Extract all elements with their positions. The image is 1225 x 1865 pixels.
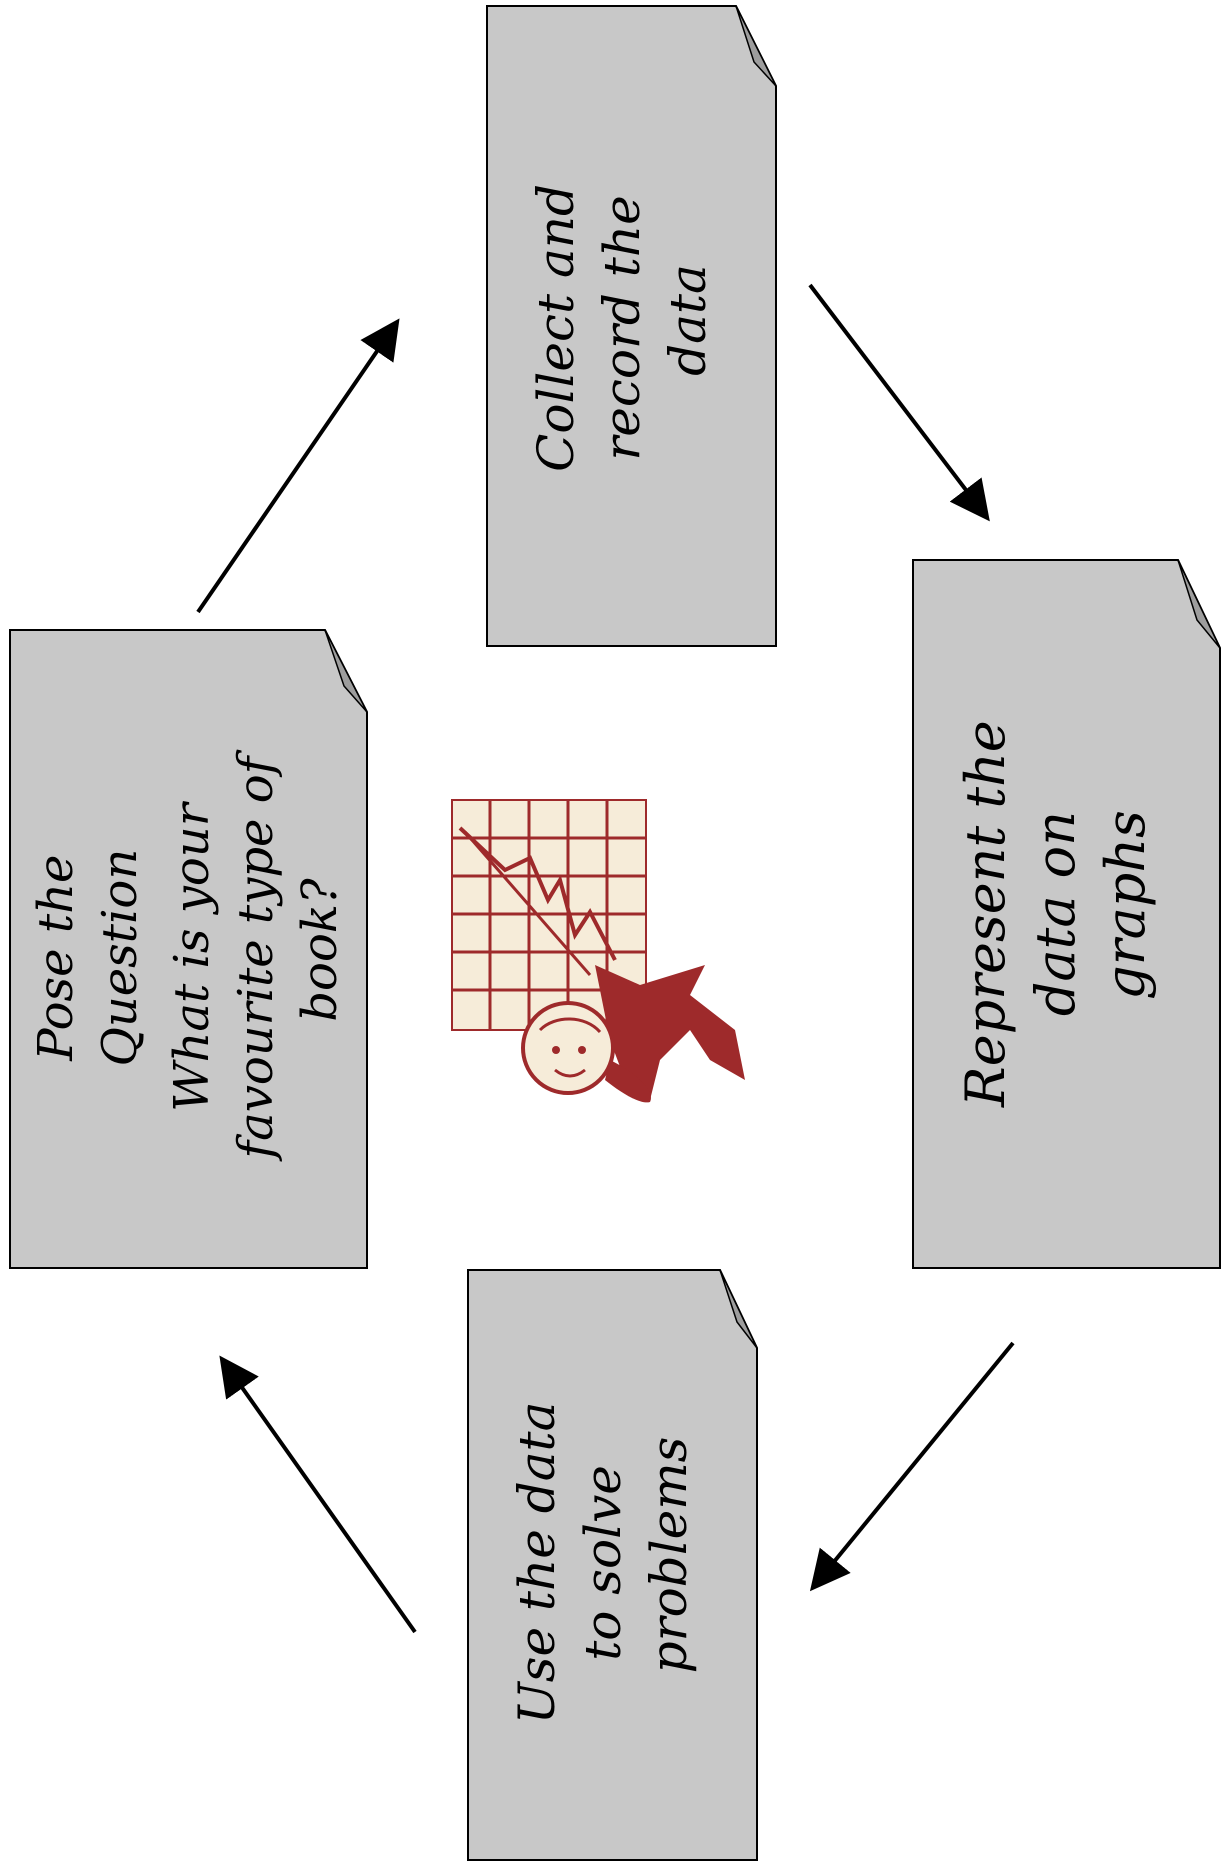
arrow-collect-to-represent bbox=[808, 283, 990, 522]
card-pose-line-1: Pose the bbox=[28, 855, 84, 1062]
card-use-data-fold bbox=[719, 1269, 758, 1349]
card-use-line-2: to solve bbox=[574, 1465, 632, 1661]
card-represent-graphs: Represent the data on graphs bbox=[912, 559, 1221, 1269]
svg-text:Collect and record the: Collect and record the data bbox=[527, 168, 717, 472]
card-collect-line-1: Collect and bbox=[527, 184, 585, 472]
card-pose-line-4: favourite type of bbox=[228, 749, 284, 1161]
card-pose-line-3: What is your bbox=[164, 800, 220, 1112]
chart-presenter-icon bbox=[451, 799, 745, 1103]
card-represent-graphs-body bbox=[912, 559, 1221, 1269]
card-represent-line-1: Represent the bbox=[954, 720, 1017, 1108]
card-collect-line-2: record the bbox=[593, 195, 651, 460]
card-collect-data-body bbox=[486, 5, 777, 647]
card-collect-line-3: data bbox=[659, 264, 717, 376]
arrow-pose-to-collect bbox=[196, 318, 400, 614]
card-pose-question-fold bbox=[324, 629, 368, 713]
card-represent-line-3: graphs bbox=[1094, 810, 1157, 1000]
card-represent-graphs-fold bbox=[1177, 559, 1221, 649]
card-use-data: Use the data to solve problems bbox=[467, 1269, 758, 1861]
arrow-represent-to-use bbox=[809, 1341, 1015, 1592]
card-represent-line-2: data on bbox=[1024, 811, 1087, 1016]
svg-text:Represent the data on: Represent the data on graphs bbox=[954, 703, 1157, 1108]
card-use-data-body bbox=[467, 1269, 758, 1861]
card-pose-line-5: book? bbox=[292, 878, 348, 1022]
card-pose-question-body bbox=[9, 629, 368, 1269]
svg-text:Pose the Question: Pose the Question What is your favourite… bbox=[28, 741, 348, 1161]
svg-text:Use the data to solve: Use the data to solve problems bbox=[508, 1386, 698, 1725]
card-pose-line-2: Question bbox=[92, 849, 148, 1067]
card-use-line-3: problems bbox=[640, 1437, 698, 1674]
card-collect-data: Collect and record the data bbox=[486, 5, 777, 647]
card-pose-question: Pose the Question What is your favourite… bbox=[9, 629, 368, 1269]
card-use-line-1: Use the data bbox=[508, 1402, 566, 1725]
card-collect-data-fold bbox=[735, 5, 777, 87]
arrow-use-to-pose bbox=[219, 1355, 417, 1634]
